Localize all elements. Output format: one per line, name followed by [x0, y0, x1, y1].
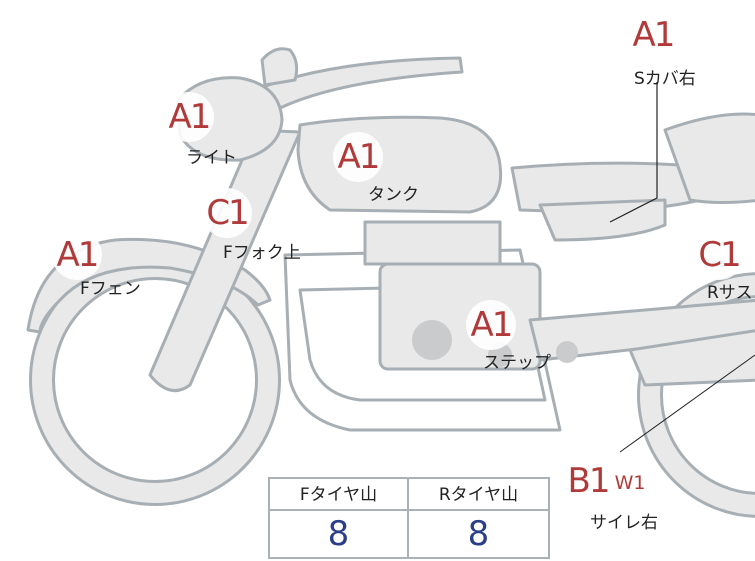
- grade-r-suspension: C1: [694, 230, 744, 280]
- grade-tank: A1: [333, 132, 383, 182]
- grade-step: A1: [466, 300, 516, 350]
- grade-f-fender: A1: [52, 230, 102, 280]
- grade-light: A1: [164, 92, 214, 142]
- label-f-fork-upper: Fフォク上: [223, 243, 301, 263]
- label-light: ライト: [186, 148, 237, 168]
- rear-tread-header: Rタイヤ山: [409, 479, 548, 511]
- label-step: ステップ: [483, 353, 551, 373]
- front-tread-value: 8: [270, 511, 409, 557]
- tire-tread-table: Fタイヤ山 Rタイヤ山 8 8: [268, 477, 550, 559]
- label-f-fender: Fフェン: [80, 279, 141, 299]
- front-tread-header: Fタイヤ山: [270, 479, 409, 511]
- label-tank: タンク: [368, 185, 419, 205]
- grade2-silencer-right: W1: [612, 465, 648, 501]
- grade-s-cover-right: A1: [628, 10, 678, 60]
- grade-f-fork-upper: C1: [202, 188, 252, 238]
- grade-silencer-right: B1: [563, 456, 613, 506]
- engine: [363, 220, 502, 266]
- handlebar: [253, 56, 464, 110]
- label-silencer-right: サイレ右: [590, 513, 658, 533]
- rear-tread-value: 8: [467, 514, 490, 554]
- label-s-cover-right: Sカバ右: [634, 69, 696, 89]
- label-r-suspension: Rサス: [707, 283, 753, 303]
- exhaust: [528, 298, 755, 362]
- frame: [283, 248, 562, 432]
- front-fork: [148, 128, 302, 393]
